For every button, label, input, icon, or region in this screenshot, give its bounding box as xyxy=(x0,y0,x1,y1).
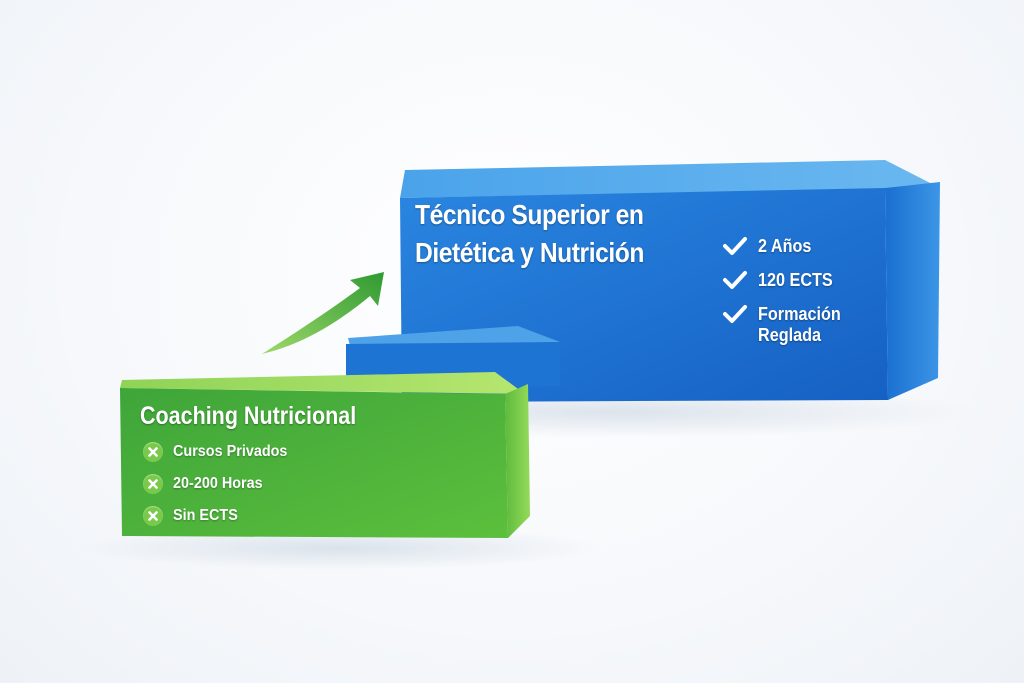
check-icon xyxy=(723,237,747,255)
feature-label: Sin ECTS xyxy=(173,507,238,524)
feature-label: 120 ECTS xyxy=(758,270,833,290)
feature-label: Formación Reglada xyxy=(758,304,841,346)
feature-item: Sin ECTS xyxy=(143,500,300,532)
check-icon xyxy=(723,271,747,289)
up-arrow-icon xyxy=(262,272,384,354)
x-icon xyxy=(143,442,163,462)
green-block-side xyxy=(505,384,530,538)
feature-label-line2: Reglada xyxy=(758,325,822,345)
green-block-top xyxy=(120,372,525,394)
check-icon xyxy=(723,305,747,323)
basic-title: Coaching Nutricional xyxy=(140,402,357,430)
feature-item: 2 Años xyxy=(722,236,850,257)
feature-item: 20-200 Horas xyxy=(143,468,300,500)
feature-item: Formación Reglada xyxy=(722,304,850,346)
feature-label: Cursos Privados xyxy=(173,443,288,460)
green-block-front xyxy=(120,388,508,538)
blue-block-side xyxy=(885,182,940,400)
feature-item: Cursos Privados xyxy=(143,436,300,468)
advanced-title-line2: Dietética y Nutrición xyxy=(415,237,645,268)
feature-label: 20-200 Horas xyxy=(173,475,263,492)
advanced-title-line1: Técnico Superior en xyxy=(415,199,644,230)
feature-item: 120 ECTS xyxy=(722,270,850,291)
advanced-title: Técnico Superior en Dietética y Nutrició… xyxy=(415,196,644,272)
x-icon xyxy=(143,506,163,526)
feature-label: 2 Años xyxy=(758,236,812,256)
blue-block-top xyxy=(400,160,940,198)
basic-feature-list: Cursos Privados 20-200 Horas Sin ECTS xyxy=(143,436,300,532)
x-icon xyxy=(143,474,163,494)
feature-label-line1: Formación xyxy=(758,304,841,324)
advanced-feature-list: 2 Años 120 ECTS Formación Reglada xyxy=(722,236,850,359)
